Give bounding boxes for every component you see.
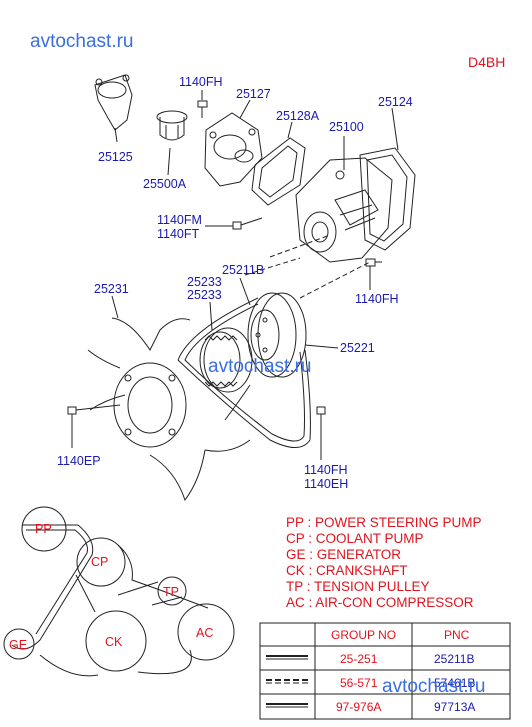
pulley-ac (177, 603, 235, 661)
part-label-25233-b: 25233 (187, 288, 222, 302)
legend-pp: PP : POWER STEERING PUMP (286, 515, 482, 530)
fan-pulley-drawing (247, 292, 307, 378)
pulley-label-tp: TP (163, 585, 179, 599)
part-label-1140fm: 1140FM (157, 213, 202, 227)
legend-ac: AC : AIR-CON COMPRESSOR (286, 595, 474, 610)
part-label-1140fh-right: 1140FH (355, 292, 399, 306)
part-label-25221: 25221 (340, 341, 375, 355)
part-label-25127: 25127 (236, 87, 271, 101)
table-cell-group-2: 97-976A (336, 700, 381, 714)
part-label-25125: 25125 (98, 150, 133, 164)
watermark-middle: avtochast.ru (208, 356, 312, 377)
pulley-ge (3, 628, 35, 660)
pulley-label-ge: GE (9, 638, 27, 652)
part-label-1140ep: 1140EP (57, 454, 101, 468)
legend-ge: GE : GENERATOR (286, 547, 401, 562)
watermark-bottom: avtochast.ru (382, 676, 486, 697)
part-label-25231: 25231 (94, 282, 129, 296)
water-pump-drawing (295, 157, 393, 263)
legend-ck: CK : CRANKSHAFT (286, 563, 408, 578)
fan-belt-drawing (177, 297, 311, 448)
pulley-pp (21, 506, 67, 552)
bolt-drawing-bottom (316, 406, 326, 460)
pulley-ck (85, 610, 147, 672)
pulley-label-cp: CP (91, 555, 108, 569)
water-pump-gasket-drawing (359, 107, 416, 251)
table-header-pnc: PNC (444, 628, 470, 642)
legend-cp: CP : COOLANT PUMP (286, 531, 424, 546)
pulley-label-pp: PP (35, 522, 52, 536)
part-label-25124: 25124 (378, 95, 413, 109)
part-label-1140ft: 1140FT (157, 227, 200, 241)
part-label-25100: 25100 (329, 120, 364, 134)
bolt-drawing-mid (205, 217, 263, 230)
part-label-25233-a: 25233 (187, 275, 222, 289)
belt-routing-diagram (3, 506, 235, 677)
pulley-cp (76, 537, 126, 587)
table-cell-pnc-0: 25211B (434, 652, 474, 666)
water-inlet-fitting-drawing (204, 99, 263, 187)
pulley-label-ac: AC (196, 626, 213, 640)
belt-table (259, 622, 511, 720)
fan-clutch-drawing (199, 301, 253, 393)
thermostat-drawing (156, 110, 188, 176)
bolt-drawing-left (67, 404, 121, 448)
watermark-top: avtochast.ru (30, 31, 134, 52)
table-cell-group-0: 25-251 (340, 652, 378, 666)
part-label-25128a: 25128A (276, 109, 320, 123)
pulley-label-ck: CK (105, 635, 123, 649)
table-cell-pnc-1: 57461B (434, 676, 475, 690)
thermostat-housing-drawing (94, 74, 133, 143)
cooling-fan-drawing (87, 295, 251, 502)
gasket-drawing (251, 121, 306, 206)
part-label-25211b: 25211B (222, 263, 264, 277)
part-label-1140fh-top: 1140FH (179, 75, 223, 89)
bolt-drawing-top (197, 90, 208, 118)
table-cell-group-1: 56-571 (340, 676, 378, 690)
part-label-1140eh: 1140EH (304, 477, 348, 491)
bolt-drawing-right (365, 258, 382, 290)
engine-code: D4BH (468, 54, 505, 70)
table-cell-pnc-2: 97713A (434, 700, 475, 714)
part-label-25500a: 25500A (143, 177, 187, 191)
part-label-1140fh-bottom: 1140FH (304, 463, 348, 477)
legend-tp: TP : TENSION PULLEY (286, 579, 430, 594)
table-header-group: GROUP NO (331, 628, 396, 642)
pulley-tp (157, 576, 187, 606)
